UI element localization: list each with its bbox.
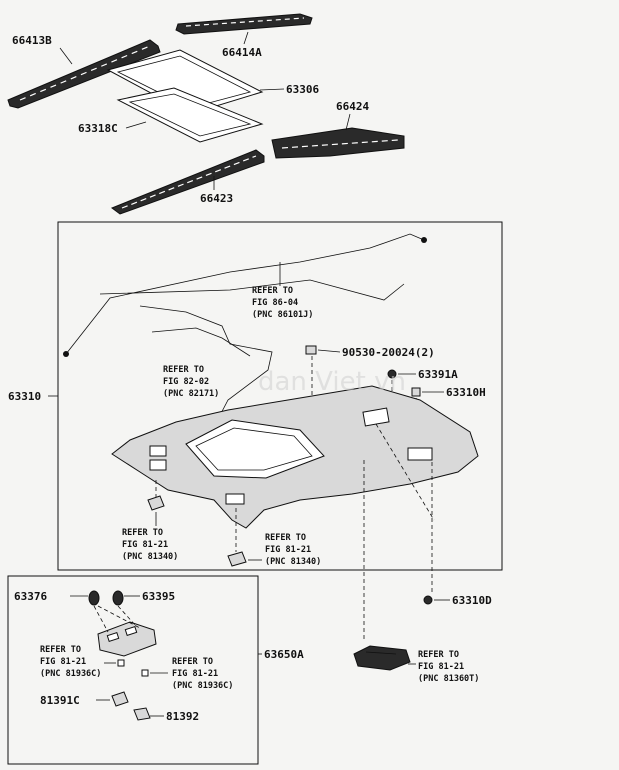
harness-wire xyxy=(63,233,427,357)
clip-90530 xyxy=(305,345,317,355)
clip-63310D xyxy=(423,595,433,605)
label-63395: 63395 xyxy=(142,590,175,603)
ref6-line2: FIG 81-21 xyxy=(172,669,218,679)
map-lamp-housing xyxy=(97,621,157,657)
ref5-line3: (PNC 81936C) xyxy=(40,669,101,679)
lens-81392 xyxy=(133,707,151,721)
label-63650A: 63650A xyxy=(264,648,304,661)
ref3-line3: (PNC 81340) xyxy=(122,552,178,562)
ref2-line1: REFER TO xyxy=(163,365,204,375)
ref2-line2: FIG 82-02 xyxy=(163,377,209,387)
label-90530: 90530-20024(2) xyxy=(342,346,435,359)
ref7-line2: FIG 81-21 xyxy=(418,662,464,672)
ref3-line1: REFER TO xyxy=(122,528,163,538)
map-lamp-box xyxy=(7,575,259,765)
ref1-line1: REFER TO xyxy=(252,286,293,296)
rear-room-lamp xyxy=(353,645,411,671)
clip-63395 xyxy=(112,590,124,606)
lens-81391C xyxy=(111,691,129,707)
ref5-line2: FIG 81-21 xyxy=(40,657,86,667)
bulb-left xyxy=(117,659,125,667)
ref4-line1: REFER TO xyxy=(265,533,306,543)
part-66423-strip xyxy=(110,149,265,215)
label-81392: 81392 xyxy=(166,710,199,723)
label-63391A: 63391A xyxy=(418,368,458,381)
watermark: dan Viet.vn xyxy=(258,367,406,397)
sun-visor-clip-left xyxy=(147,495,165,511)
label-66423: 66423 xyxy=(200,192,233,205)
label-66413B: 66413B xyxy=(12,34,52,47)
ref4-line2: FIG 81-21 xyxy=(265,545,311,555)
part-66414A-strip xyxy=(175,13,313,35)
ref7-line1: REFER TO xyxy=(418,650,459,660)
ref5-line1: REFER TO xyxy=(40,645,81,655)
ref6-line1: REFER TO xyxy=(172,657,213,667)
label-63376: 63376 xyxy=(14,590,47,603)
ref7-line3: (PNC 81360T) xyxy=(418,674,479,684)
screw-63376 xyxy=(88,590,100,606)
part-66424-strip xyxy=(271,127,405,159)
label-63310D: 63310D xyxy=(452,594,492,607)
ref3-line2: FIG 81-21 xyxy=(122,540,168,550)
label-66424: 66424 xyxy=(336,100,369,113)
part-66413B-strip xyxy=(7,39,161,109)
headliner-body xyxy=(111,385,479,529)
label-81391C: 81391C xyxy=(40,694,80,707)
ref6-line3: (PNC 81936C) xyxy=(172,681,233,691)
label-63318C: 63318C xyxy=(78,122,118,135)
part-63318C-frame xyxy=(116,87,264,143)
sun-visor-clip-center xyxy=(227,551,247,567)
ref1-line3: (PNC 86101J) xyxy=(252,310,313,320)
clip-63310H xyxy=(411,387,421,397)
label-66414A: 66414A xyxy=(222,46,262,59)
ref4-line3: (PNC 81340) xyxy=(265,557,321,567)
label-63306: 63306 xyxy=(286,83,319,96)
clip-63391A xyxy=(387,369,397,379)
ref2-line3: (PNC 82171) xyxy=(163,389,219,399)
label-63310: 63310 xyxy=(8,390,41,403)
ref1-line2: FIG 86-04 xyxy=(252,298,298,308)
bulb-right xyxy=(141,669,149,677)
label-63310H: 63310H xyxy=(446,386,486,399)
